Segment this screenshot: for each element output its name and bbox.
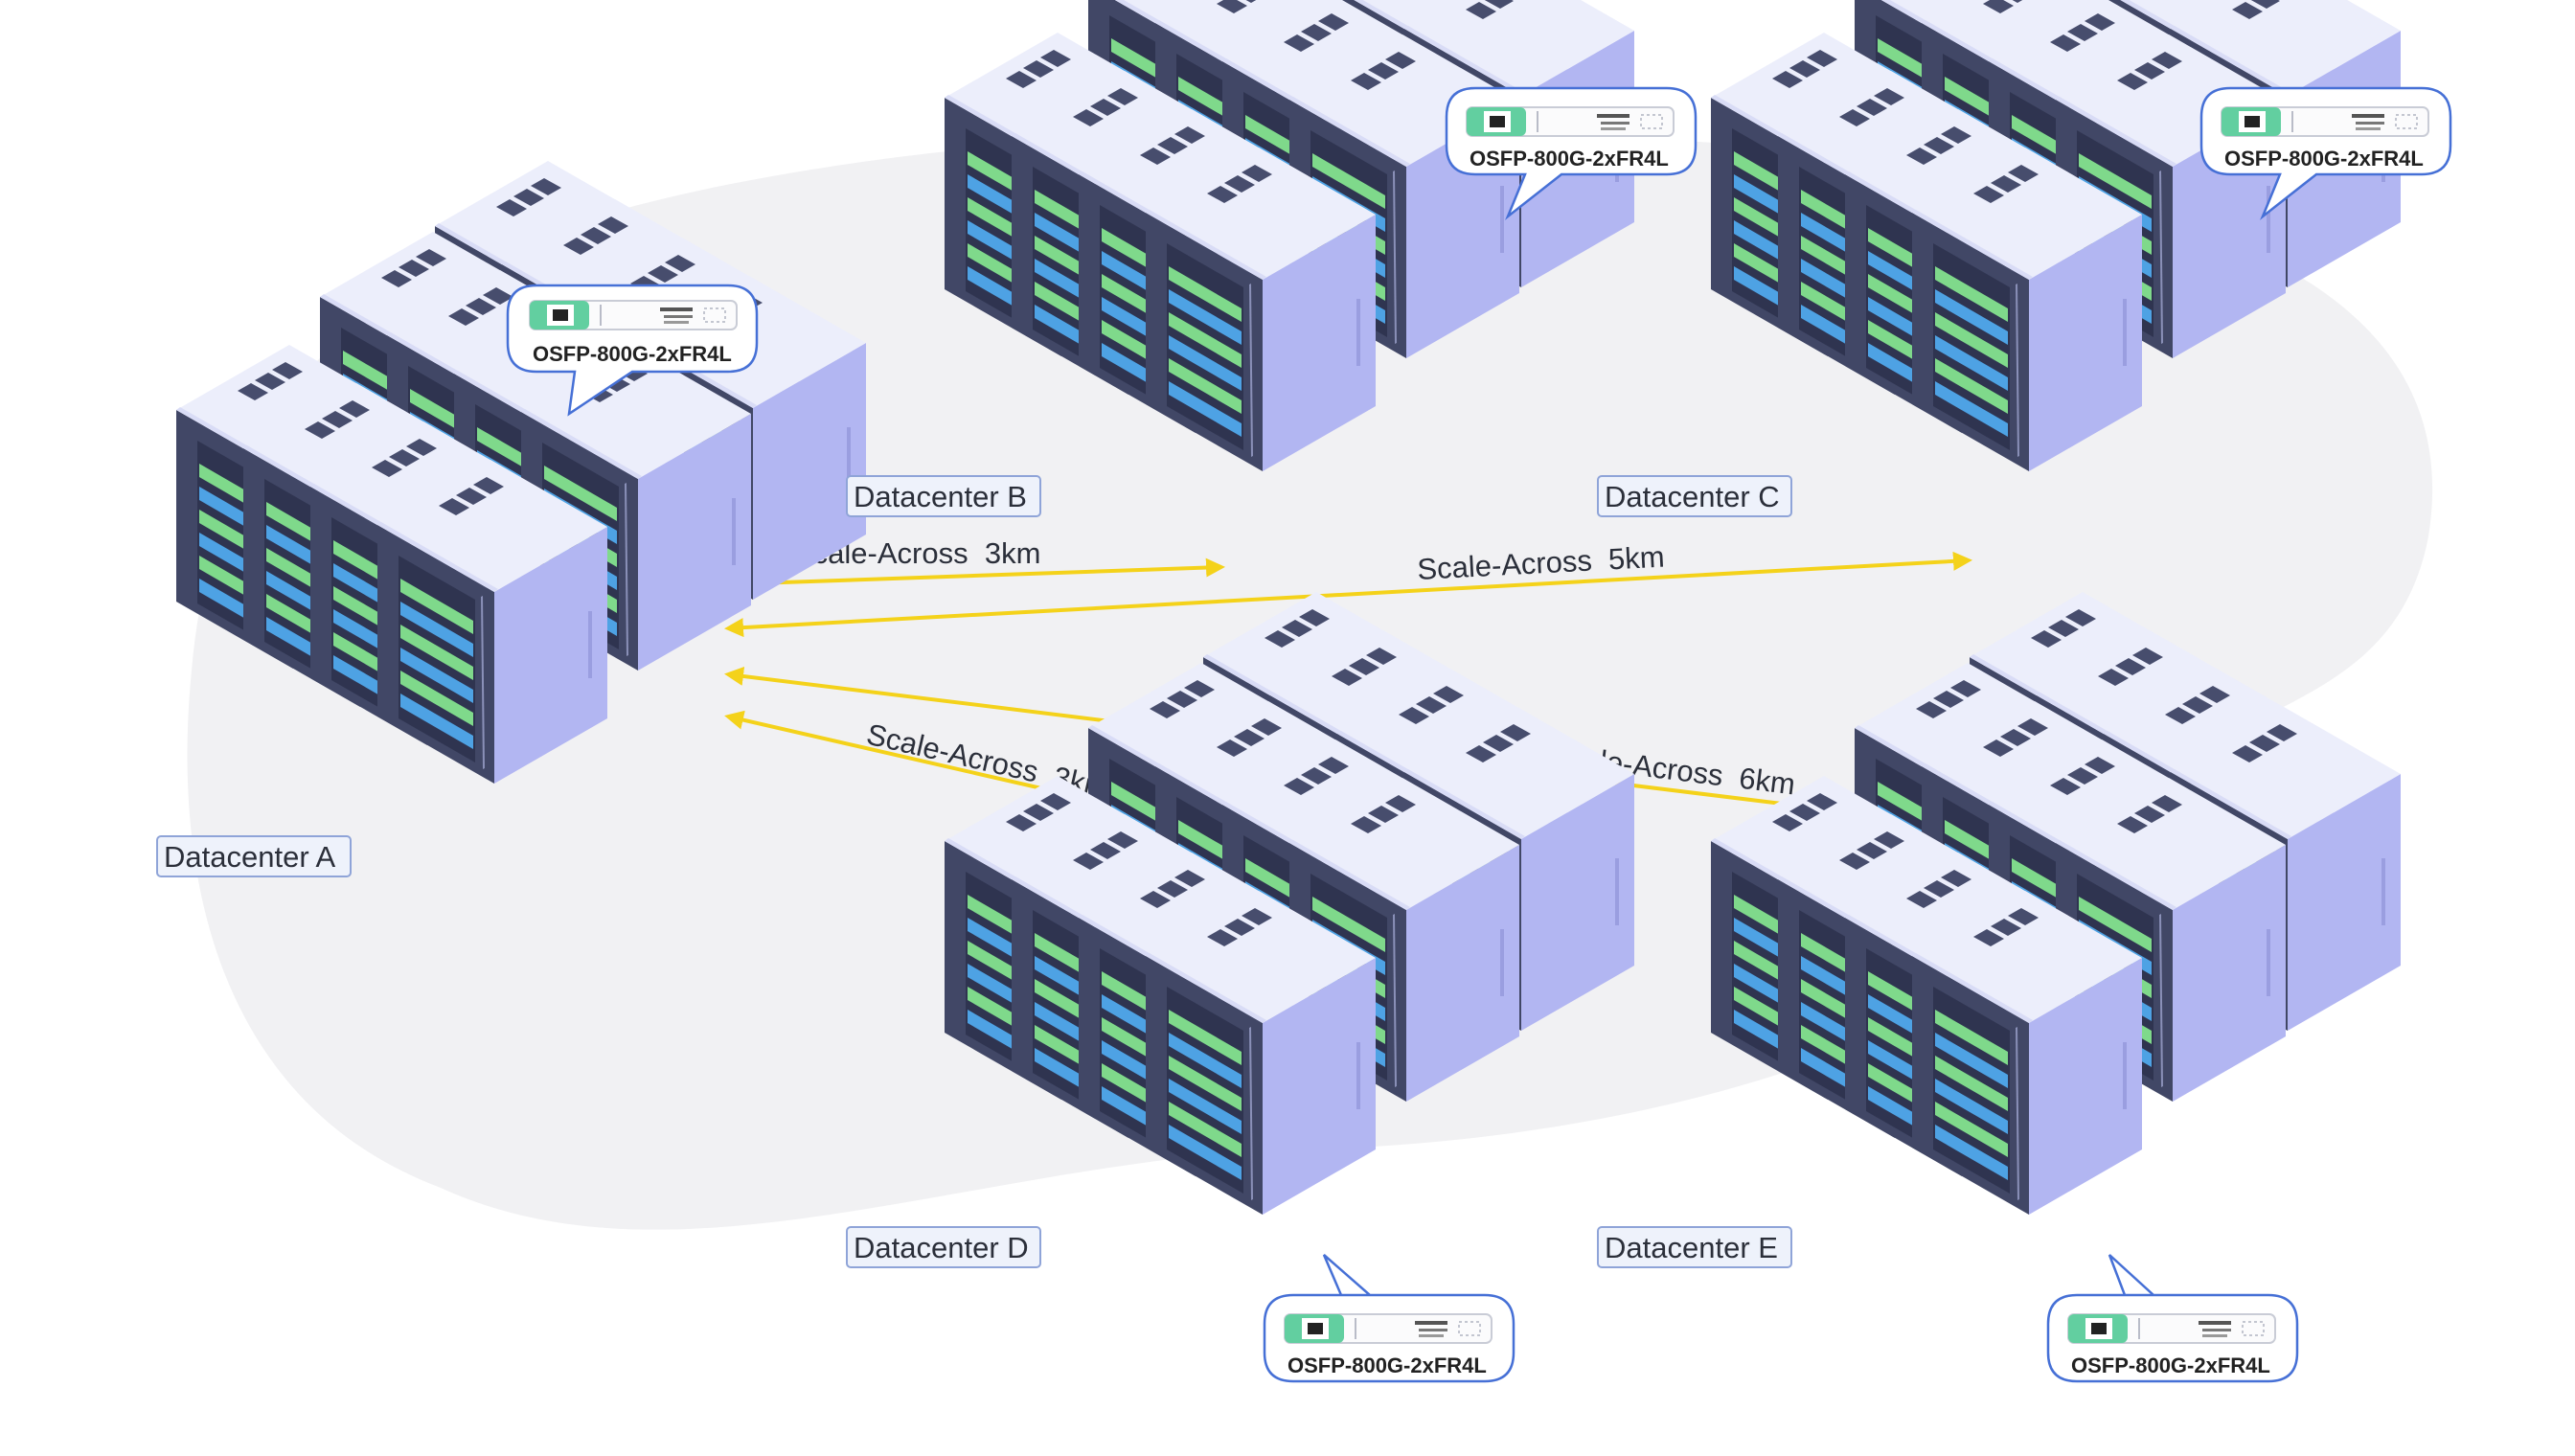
transceiver-module-icon	[2067, 1313, 2276, 1344]
datacenter-e: Datacenter E OSFP-800G-2xFR4L	[1597, 592, 2401, 1383]
module-callout-e: OSFP-800G-2xFR4L	[2046, 1254, 2299, 1383]
datacenter-b: Datacenter B OSFP-800G-2xFR4L	[846, 0, 1698, 517]
svg-text:Datacenter C: Datacenter C	[1605, 480, 1780, 513]
svg-text:OSFP-800G-2xFR4L: OSFP-800G-2xFR4L	[533, 342, 732, 366]
datacenter-c: Datacenter C OSFP-800G-2xFR4L	[1597, 0, 2452, 517]
svg-text:Datacenter E: Datacenter E	[1605, 1231, 1778, 1264]
svg-text:Datacenter A: Datacenter A	[164, 840, 336, 874]
datacenter-label-a: Datacenter A	[156, 835, 352, 877]
datacenter-label-b: Datacenter B	[846, 475, 1041, 517]
transceiver-module-icon	[1466, 106, 1675, 137]
svg-text:OSFP-800G-2xFR4L: OSFP-800G-2xFR4L	[1470, 147, 1669, 171]
transceiver-module-icon	[1284, 1313, 1493, 1344]
module-callout-c: OSFP-800G-2xFR4L	[2199, 86, 2452, 220]
module-callout-a: OSFP-800G-2xFR4L	[506, 284, 759, 417]
transceiver-module-icon	[529, 300, 738, 330]
svg-text:OSFP-800G-2xFR4L: OSFP-800G-2xFR4L	[2071, 1354, 2270, 1377]
transceiver-module-icon	[2221, 106, 2429, 137]
datacenter-label-e: Datacenter E	[1597, 1226, 1792, 1268]
datacenter-label-d: Datacenter D	[846, 1226, 1041, 1268]
svg-text:Datacenter D: Datacenter D	[854, 1231, 1029, 1264]
datacenter-d: Datacenter D OSFP-800G-2xFR4L	[846, 592, 1634, 1383]
svg-text:OSFP-800G-2xFR4L: OSFP-800G-2xFR4L	[1288, 1354, 1487, 1377]
link-a-c	[724, 551, 1972, 638]
svg-text:OSFP-800G-2xFR4L: OSFP-800G-2xFR4L	[2224, 147, 2424, 171]
datacenter-label-c: Datacenter C	[1597, 475, 1792, 517]
svg-text:Datacenter B: Datacenter B	[854, 480, 1027, 513]
module-callout-d: OSFP-800G-2xFR4L	[1263, 1254, 1515, 1383]
module-callout-b: OSFP-800G-2xFR4L	[1445, 86, 1698, 220]
datacenter-a: Datacenter A OSFP-800G-2xFR4L	[156, 161, 866, 877]
